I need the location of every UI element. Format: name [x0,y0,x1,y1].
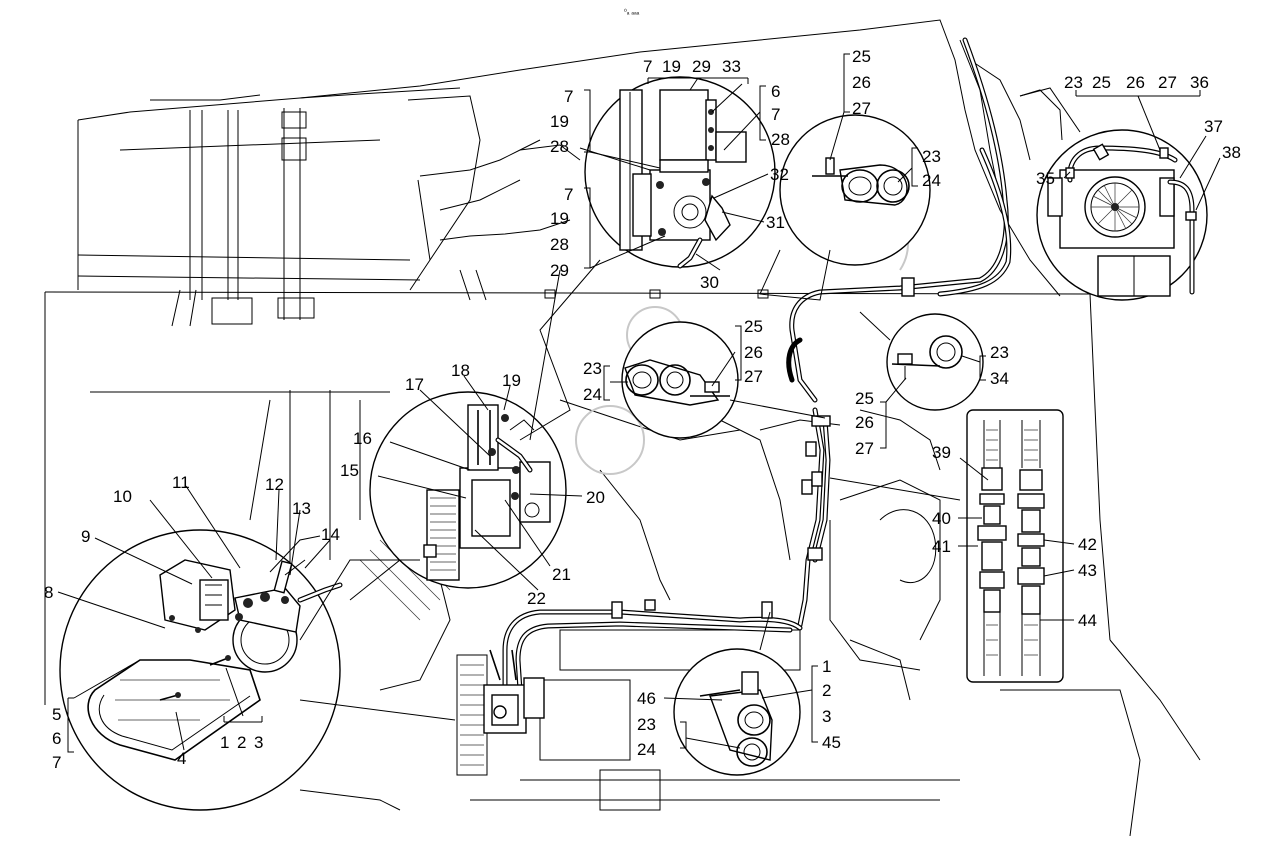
callout-46: 46 [637,689,656,708]
detail-circle-condenser-fan [1036,129,1208,301]
callout-1-lower: 1 [822,657,831,676]
callout-28-topleft: 28 [550,137,569,156]
callout-12: 12 [265,475,284,494]
callout-27-right: 27 [855,439,874,458]
callout-9: 9 [81,527,90,546]
callout-3-lower: 3 [822,707,831,726]
callout-23-upper: 23 [922,147,941,166]
callout-25-mid: 25 [744,317,763,336]
callout-5: 5 [52,705,61,724]
callout-4: 4 [177,749,186,768]
callout-28-midleft: 28 [550,235,569,254]
detail-leader-lines [100,87,1081,721]
callout-1: 1 [220,733,229,752]
callout-21: 21 [552,565,571,584]
callout-11: 11 [172,473,190,492]
callout-26-mid: 26 [744,343,763,362]
callout-40: 40 [932,509,951,528]
callout-22: 22 [527,589,546,608]
callout-26-right: 26 [855,413,874,432]
callout-6-topright: 6 [771,82,780,101]
callout-23-mid: 23 [583,359,602,378]
callout-10: 10 [113,487,132,506]
callout-19-midleft: 19 [550,209,569,228]
callout-15: 15 [340,461,359,480]
detail-circle-clamp-right [886,313,984,411]
callout-7: 7 [52,753,61,772]
callout-25-right: 25 [855,389,874,408]
callout-38: 38 [1222,143,1241,162]
callout-35: 35 [1036,169,1055,188]
callout-header: ⁰ₐ ₐₐₐ [624,8,640,16]
detail-circle-clamp-lower [673,648,801,776]
hose-routing [502,37,1012,693]
callout-29-midleft: 29 [550,261,569,280]
callout-17: 17 [405,375,424,394]
callout-25-upper: 25 [852,47,871,66]
callout-24-mid: 24 [583,385,602,404]
callout-7-midleft: 7 [564,185,573,204]
callout-26-fan: 26 [1126,73,1145,92]
callout-30: 30 [700,273,719,292]
detail-circle-compressor-mount [584,76,776,269]
callout-28-topright: 28 [771,130,790,149]
callout-2-lower: 2 [822,681,831,700]
detail-circle-clamp-upper [779,114,931,266]
detail-circle-compressor [369,391,567,589]
callout-33: 33 [722,57,741,76]
callout-3: 3 [254,733,263,752]
callout-23-lower: 23 [637,715,656,734]
callout-27-upper: 27 [852,99,871,118]
callout-45: 45 [822,733,841,752]
callout-36: 36 [1190,73,1209,92]
compressor-lower-view [483,649,545,734]
callout-26-upper: 26 [852,73,871,92]
callout-23-right: 23 [990,343,1009,362]
detail-box-couplings [966,409,1064,683]
callout-16: 16 [353,429,372,448]
callout-14: 14 [321,525,340,544]
callout-13: 13 [292,499,311,518]
callout-18: 18 [451,361,470,380]
callout-34: 34 [990,369,1009,388]
callout-6: 6 [52,729,61,748]
callout-2: 2 [237,733,246,752]
callout-27-fan: 27 [1158,73,1177,92]
callout-39: 39 [932,443,951,462]
callout-19-topleft: 19 [550,112,569,131]
callout-27-mid: 27 [744,367,763,386]
callout-25-fan: 25 [1092,73,1111,92]
callout-29-top: 29 [692,57,711,76]
callout-23-fan: 23 [1064,73,1083,92]
callout-43: 43 [1078,561,1097,580]
callout-7-topleft: 7 [564,87,573,106]
callout-24-upper: 24 [922,171,941,190]
callout-32: 32 [770,165,789,184]
callout-24-lower: 24 [637,740,656,759]
callout-41: 41 [932,537,951,556]
callout-44: 44 [1078,611,1097,630]
callout-42: 42 [1078,535,1097,554]
callout-19-top: 19 [662,57,681,76]
detail-circle-belt-tensioner [59,529,343,811]
detail-circle-clamp-middle [621,321,739,439]
callout-20: 20 [586,488,605,507]
callout-19: 19 [502,371,521,390]
callout-8: 8 [44,583,53,602]
callout-labels: ⁰ₐ ₐₐₐ 5 6 7 4 1 2 3 8 9 10 11 12 13 14 … [44,8,1241,772]
callout-7-topright: 7 [771,105,780,124]
callout-leaders [57,53,1221,753]
callout-7-top: 7 [643,57,652,76]
callout-37: 37 [1204,117,1223,136]
callout-31: 31 [766,213,785,232]
